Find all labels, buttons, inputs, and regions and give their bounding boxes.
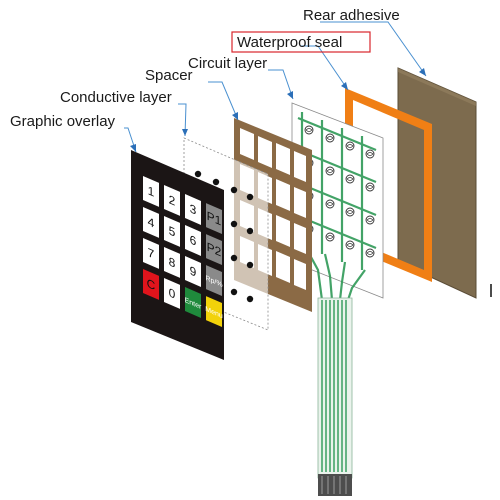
key-p1 (206, 203, 222, 234)
circuit-traces (297, 112, 377, 301)
circuit-layer (291, 102, 384, 301)
label-spacer: Spacer (145, 67, 193, 84)
label-graphic-overlay: Graphic overlay (10, 113, 116, 130)
key-label: P1 (207, 209, 222, 229)
label-circuit-layer: Circuit layer (188, 55, 267, 72)
key-label: 8 (169, 255, 176, 271)
label-rear-adhesive: Rear adhesive (303, 7, 400, 24)
flex-tail-connector (318, 474, 352, 496)
flex-tail (317, 297, 353, 496)
key-label: P2 (207, 240, 222, 260)
key-label: 1 (148, 183, 155, 199)
key-8 (164, 247, 180, 278)
key-2 (164, 185, 180, 216)
key-label: 7 (148, 245, 155, 261)
key-enter (185, 287, 201, 318)
key-1 (143, 176, 159, 207)
key-menu (206, 296, 222, 327)
label-waterproof-seal: Waterproof seal (237, 34, 342, 51)
key-0 (164, 278, 180, 309)
key-label: 5 (169, 224, 176, 240)
key-rp- (206, 265, 222, 296)
key-3 (185, 194, 201, 225)
key-4 (143, 207, 159, 238)
key-label: 4 (148, 214, 155, 230)
key-label: 6 (190, 233, 197, 249)
key-label: 9 (190, 264, 197, 280)
key-5 (164, 216, 180, 247)
key-label: 0 (169, 286, 176, 302)
key-label: 2 (169, 193, 176, 209)
key-6 (185, 225, 201, 256)
key-7 (143, 238, 159, 269)
label-conductive-layer: Conductive layer (60, 89, 172, 106)
leader-lines (124, 21, 427, 153)
labels: Rear adhesive Waterproof seal Circuit la… (10, 7, 400, 130)
key-p2 (206, 234, 222, 265)
key-c (143, 269, 159, 300)
waterproof-seal-label-box (231, 31, 371, 53)
rear-adhesive-layer (397, 67, 477, 299)
key-label: 3 (190, 202, 197, 218)
key-label: C (147, 276, 156, 293)
key-9 (185, 256, 201, 287)
